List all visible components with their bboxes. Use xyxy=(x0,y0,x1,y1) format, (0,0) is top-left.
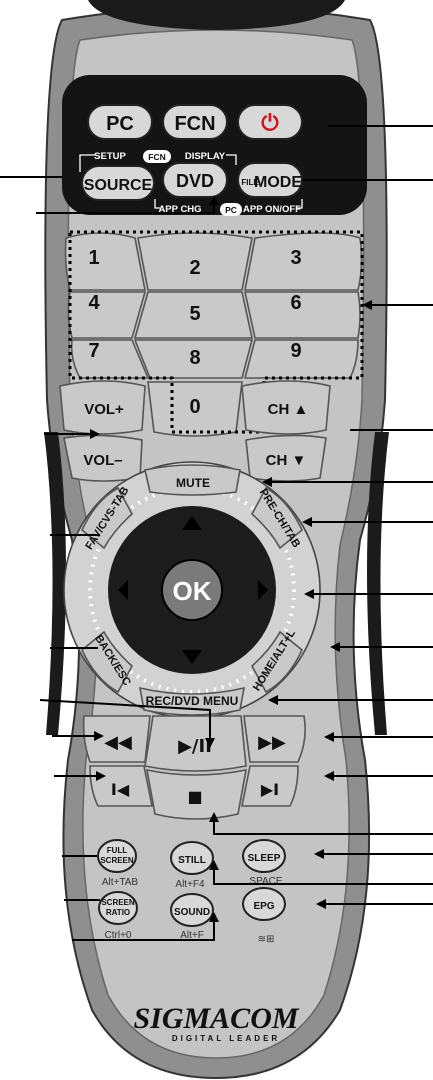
epg-icon: ≋⊞ xyxy=(258,934,275,945)
screen-ratio-shortcut: Ctrl+0 xyxy=(105,930,132,941)
mute-label: MUTE xyxy=(176,476,210,490)
full-screen-line1: FULL xyxy=(107,846,128,855)
power-icon: ⏻ xyxy=(261,111,279,136)
screen-ratio-button[interactable]: SCREEN RATIO xyxy=(98,891,138,925)
key-2-label: 2 xyxy=(189,257,200,279)
stop-button[interactable]: ■ xyxy=(146,768,247,820)
sound-label: SOUND xyxy=(174,907,210,918)
fcn-button[interactable]: FCN xyxy=(162,104,228,140)
vol-up-button[interactable]: VOL+ xyxy=(59,380,146,435)
left-arrow-icon[interactable] xyxy=(118,580,128,600)
ok-button[interactable]: OK xyxy=(161,559,223,621)
source-label: SOURCE xyxy=(84,177,153,194)
mode-row: SETUP FCN DISPLAY SOURCE DVD FILE MODE A… xyxy=(79,150,303,216)
key-6-label: 6 xyxy=(290,292,301,314)
key-8[interactable] xyxy=(133,339,254,379)
next-icon: ▶I xyxy=(261,780,279,799)
fast-forward-icon: ▶▶ xyxy=(258,732,286,753)
key-5[interactable] xyxy=(133,291,253,339)
sleep-shortcut: SPACE xyxy=(249,876,282,887)
key-7-label: 7 xyxy=(88,340,99,362)
key-4[interactable] xyxy=(67,291,147,339)
rec-label: REC/DVD MENU xyxy=(146,694,239,708)
dvd-label: DVD xyxy=(176,171,214,191)
ch-down-label: CH ▼ xyxy=(266,452,307,469)
fast-forward-button[interactable]: ▶▶ xyxy=(243,715,306,763)
ch-up-button[interactable]: CH ▲ xyxy=(241,380,331,435)
fcn-label: FCN xyxy=(174,113,215,135)
full-screen-button[interactable]: FULL SCREEN xyxy=(97,839,137,873)
mode-label: MODE xyxy=(254,174,302,191)
screen-ratio-line2: RATIO xyxy=(106,908,130,917)
key-3-label: 3 xyxy=(290,247,301,269)
numpad: 1 2 3 4 5 6 7 8 9 0 xyxy=(64,230,364,437)
still-shortcut: Alt+F4 xyxy=(175,879,205,890)
key-9-label: 9 xyxy=(290,340,301,362)
epg-label: EPG xyxy=(253,901,274,912)
stop-icon: ■ xyxy=(187,787,202,806)
file-small-label: FILE xyxy=(241,178,259,187)
previous-button[interactable]: I◀ xyxy=(89,765,153,807)
key-1-label: 1 xyxy=(88,247,99,269)
key-6[interactable] xyxy=(244,291,361,339)
right-arrow-icon[interactable] xyxy=(258,580,268,600)
key-4-label: 4 xyxy=(88,292,100,314)
key-1[interactable] xyxy=(64,232,146,291)
setup-label: SETUP xyxy=(94,151,126,162)
ch-up-label: CH ▲ xyxy=(268,401,309,418)
pc-label: PC xyxy=(106,113,134,135)
previous-icon: I◀ xyxy=(111,780,130,799)
play-pause-button[interactable]: ▶/II xyxy=(144,715,247,772)
display-label: DISPLAY xyxy=(185,151,226,162)
sleep-label: SLEEP xyxy=(248,853,281,864)
mute-button[interactable]: MUTE xyxy=(144,464,241,496)
rewind-icon: ◀◀ xyxy=(104,732,132,753)
rewind-button[interactable]: ◀◀ xyxy=(82,715,151,763)
source-button[interactable]: SOURCE xyxy=(81,165,155,201)
vol-down-button[interactable]: VOL– xyxy=(63,434,143,482)
key-0-label: 0 xyxy=(189,396,200,418)
app-onoff-label: APP ON/OFF xyxy=(243,204,301,215)
ok-label: OK xyxy=(173,576,212,606)
up-arrow-icon[interactable] xyxy=(182,516,202,530)
play-pause-icon: ▶/II xyxy=(178,736,212,757)
key-3[interactable] xyxy=(244,232,363,291)
sound-shortcut: Alt+F xyxy=(180,930,204,941)
sleep-button[interactable]: SLEEP xyxy=(242,839,286,873)
sound-button[interactable]: SOUND xyxy=(170,893,214,927)
brand-name: SIGMACOM xyxy=(133,1002,299,1035)
brand-logo: SIGMACOM DIGITAL LEADER xyxy=(133,1002,299,1043)
epg-button[interactable]: EPG xyxy=(242,887,286,921)
vol-up-label: VOL+ xyxy=(84,401,124,418)
pc-badge: PC xyxy=(225,205,237,215)
callout-lines xyxy=(0,125,433,941)
full-screen-line2: SCREEN xyxy=(100,856,134,865)
mode-button[interactable]: FILE MODE xyxy=(237,162,303,198)
key-8-label: 8 xyxy=(189,347,200,369)
key-5-label: 5 xyxy=(189,303,200,325)
still-button[interactable]: STILL xyxy=(170,841,214,875)
pc-button[interactable]: PC xyxy=(87,104,153,140)
vol-down-label: VOL– xyxy=(83,452,122,469)
ch-down-button[interactable]: CH ▼ xyxy=(245,434,327,482)
brand-tagline: DIGITAL LEADER xyxy=(172,1034,280,1043)
power-button[interactable]: ⏻ xyxy=(237,104,303,140)
screen-ratio-line1: SCREEN xyxy=(101,898,135,907)
still-label: STILL xyxy=(178,855,206,866)
dvd-button[interactable]: DVD xyxy=(162,162,228,198)
down-arrow-icon[interactable] xyxy=(182,650,202,664)
next-button[interactable]: ▶I xyxy=(241,765,299,807)
fcn-badge: FCN xyxy=(148,152,165,162)
full-screen-shortcut: Alt+TAB xyxy=(102,877,139,888)
app-chg-label: APP CHG xyxy=(158,204,201,215)
